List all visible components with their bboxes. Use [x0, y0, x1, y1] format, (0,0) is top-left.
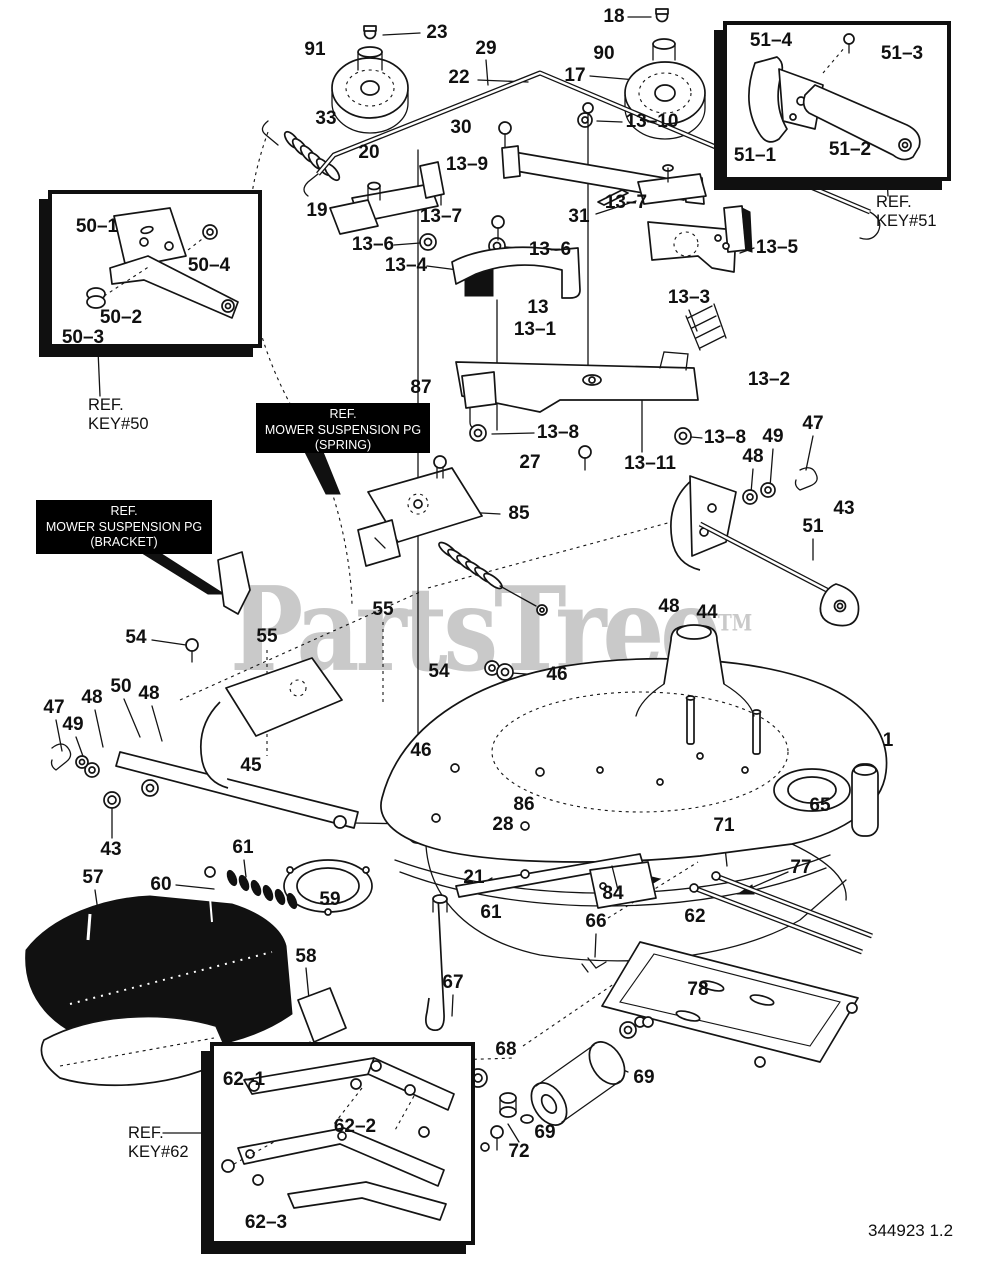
document-number: 344923 1.2: [868, 1221, 954, 1240]
spring-13-3: [685, 303, 727, 351]
mount-plate-13-2: [455, 351, 699, 471]
bolt-27: [578, 445, 592, 459]
cotter-47l: [50, 743, 72, 771]
ref-callout-box: REF.MOWER SUSPENSION PG(SPRING): [256, 403, 430, 453]
bolt-13-9: [498, 121, 512, 135]
pin-61: [432, 894, 448, 904]
pin-31: [597, 189, 629, 206]
rear-frame: [601, 871, 873, 1068]
bolt-61l: [204, 866, 216, 878]
rear-hanger-right: [670, 467, 860, 627]
idler-arm-13-1: [451, 246, 581, 299]
ref-callout-box: REF.MOWER SUSPENSION PG(BRACKET): [36, 500, 212, 554]
bolt-28: [333, 815, 347, 829]
spring-60: [226, 869, 298, 910]
bolt-72: [490, 1125, 504, 1139]
bracket-58: [297, 987, 347, 1043]
cotter-47r: [794, 467, 818, 491]
suspension-bracket-part: [217, 551, 251, 615]
center-hanger: [425, 853, 657, 1032]
ref-box-arrows: [140, 451, 341, 615]
hanger-strap-67: [425, 895, 445, 1032]
inset-box-key62: [210, 1042, 475, 1245]
roller-69: [443, 1016, 654, 1152]
bracket-13-7r: [637, 173, 707, 205]
baffle-under-deflector: [40, 1015, 231, 1087]
deflector-57: [25, 895, 293, 1087]
inset-box-key50: [48, 190, 262, 348]
left-lift-assembly: [50, 657, 359, 1061]
bolt-54: [185, 638, 199, 652]
mower-deck: [283, 624, 888, 962]
idler-pulley-17: [577, 8, 706, 140]
link-65: [851, 763, 879, 837]
idler-brackets: [329, 121, 753, 351]
bracket-84: [589, 861, 657, 909]
clip-66: [581, 957, 607, 973]
lift-rod-assembly: [261, 70, 881, 240]
inset-box-key51: [723, 21, 951, 181]
suspension-85: [185, 455, 548, 844]
spring-85: [438, 541, 503, 590]
idler-pulley-91: [331, 25, 409, 134]
watermark-tm: TM: [717, 610, 753, 637]
deck-shell-1: [380, 657, 888, 863]
